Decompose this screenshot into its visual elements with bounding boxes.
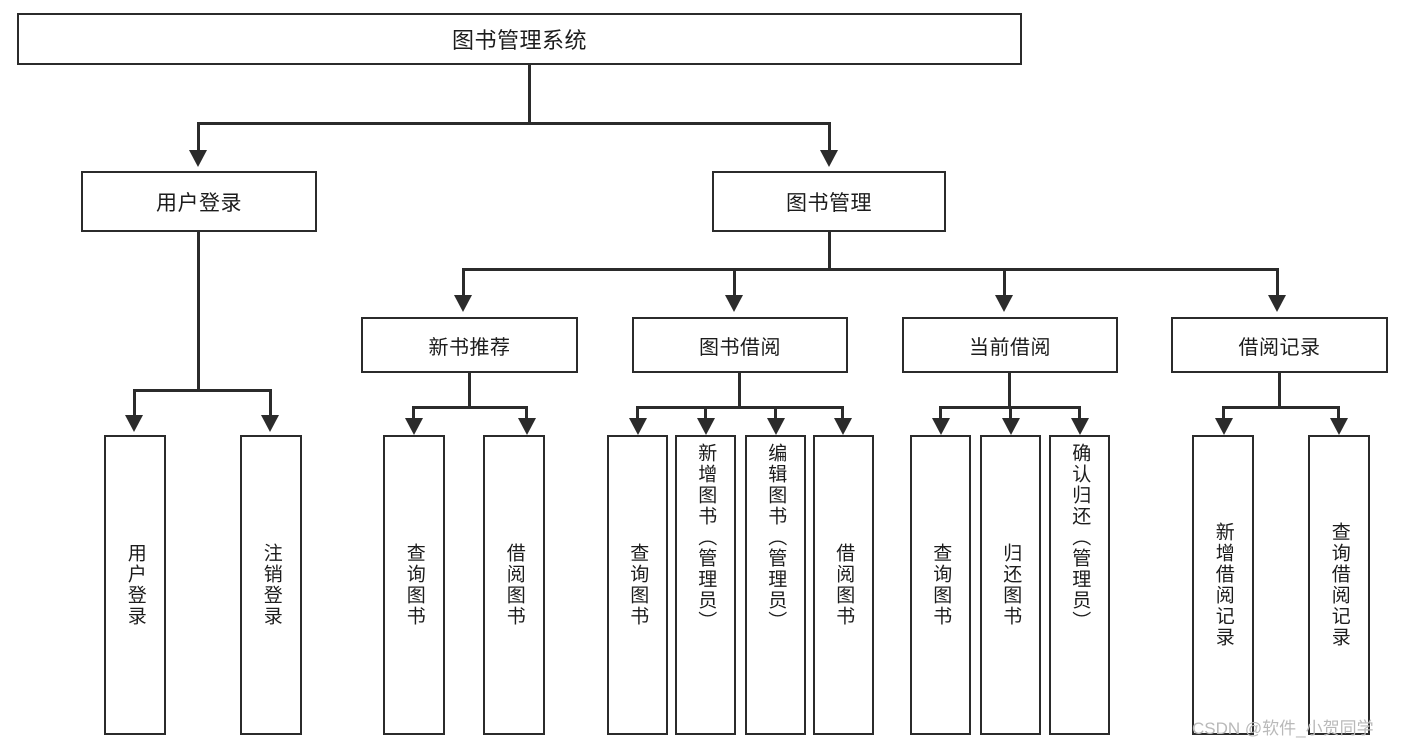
arrowhead-nbr-leaf-1 [405,418,423,435]
arrowhead-leaf-logout-login [261,415,279,432]
node-label: 编辑图书（管理员） [765,443,787,632]
connector-nbr-stem [468,373,471,408]
connector-nbr-to-leaf-2 [525,406,528,419]
connector-user-login-stem [197,232,200,392]
connector-nbr-bus [412,406,528,409]
arrowhead-br-leaf-2 [1330,418,1348,435]
node-book-borrow[interactable]: 图书借阅 [632,317,848,373]
arrowhead-borrow-record [1268,295,1286,312]
node-label: 查询借阅记录 [1328,522,1350,648]
node-label: 用户登录 [156,191,242,215]
connector-bb-to-leaf-1 [636,406,639,419]
leaf-bb-add-book-admin[interactable]: 新增图书（管理员） [675,435,736,735]
arrowhead-cb-leaf-1 [932,418,950,435]
connector-br-to-leaf-1 [1222,406,1225,419]
arrowhead-cb-leaf-3 [1071,418,1089,435]
node-current-borrow[interactable]: 当前借阅 [902,317,1118,373]
connector-cb-to-leaf-1 [939,406,942,419]
arrowhead-book-borrow [725,295,743,312]
leaf-cb-confirm-return-admin[interactable]: 确认归还（管理员） [1049,435,1110,735]
arrowhead-bb-leaf-1 [629,418,647,435]
connector-bm-to-current-borrow [1003,268,1006,295]
node-book-management-system[interactable]: 图书管理系统 [17,13,1022,65]
connector-bb-bus [636,406,844,409]
leaf-cb-return-book[interactable]: 归还图书 [980,435,1041,735]
connector-book-management-stem [828,232,831,270]
node-label: 图书管理系统 [451,28,587,53]
arrowhead-bb-leaf-4 [834,418,852,435]
node-label: 注销登录 [260,543,282,627]
connector-root-to-user-login [197,122,200,150]
arrowhead-book-management [820,150,838,167]
connector-bb-to-leaf-2 [704,406,707,419]
leaf-bb-borrow-book[interactable]: 借阅图书 [813,435,874,735]
arrowhead-bb-leaf-2 [697,418,715,435]
connector-cb-to-leaf-2 [1009,406,1012,419]
node-label: 查询图书 [403,543,425,627]
leaf-nbr-query-book[interactable]: 查询图书 [383,435,445,735]
node-label: 确认归还（管理员） [1069,443,1091,632]
connector-bm-to-book-borrow [733,268,736,295]
node-label: 借阅记录 [1238,336,1321,359]
node-label: 当前借阅 [969,336,1051,359]
leaf-logout-login[interactable]: 注销登录 [240,435,302,735]
leaf-nbr-borrow-book[interactable]: 借阅图书 [483,435,545,735]
connector-bm-to-borrow-record [1276,268,1279,295]
connector-br-to-leaf-2 [1337,406,1340,419]
node-label: 借阅图书 [503,543,525,627]
connector-bb-to-leaf-3 [774,406,777,419]
leaf-bb-query-book[interactable]: 查询图书 [607,435,668,735]
arrowhead-nbr-leaf-2 [518,418,536,435]
node-borrow-record[interactable]: 借阅记录 [1171,317,1388,373]
arrowhead-br-leaf-1 [1215,418,1233,435]
node-label: 新书推荐 [428,336,511,359]
arrowhead-current-borrow [995,295,1013,312]
node-label: 图书借阅 [699,336,781,359]
leaf-cb-query-book[interactable]: 查询图书 [910,435,971,735]
leaf-bb-edit-book-admin[interactable]: 编辑图书（管理员） [745,435,806,735]
node-label: 查询图书 [930,543,952,627]
arrowhead-leaf-user-login [125,415,143,432]
leaf-br-add-record[interactable]: 新增借阅记录 [1192,435,1254,735]
connector-book-management-bus [462,268,1279,271]
node-label: 新增图书（管理员） [695,443,717,632]
arrowhead-new-book-recommend [454,295,472,312]
connector-user-login-to-leaf-1 [133,389,136,415]
leaf-br-query-record[interactable]: 查询借阅记录 [1308,435,1370,735]
node-label: 用户登录 [124,543,146,627]
connector-cb-stem [1008,373,1011,408]
arrowhead-bb-leaf-3 [767,418,785,435]
node-label: 新增借阅记录 [1212,522,1234,648]
connector-root-stem [528,65,531,122]
node-label: 查询图书 [627,543,649,627]
node-book-management[interactable]: 图书管理 [712,171,946,232]
leaf-user-login[interactable]: 用户登录 [104,435,166,735]
arrowhead-cb-leaf-2 [1002,418,1020,435]
node-label: 归还图书 [1000,543,1022,627]
connector-br-stem [1278,373,1281,408]
connector-user-login-bus [133,389,270,392]
connector-cb-to-leaf-3 [1078,406,1081,419]
connector-root-to-book-management [828,122,831,150]
node-label: 图书管理 [786,191,872,215]
connector-bb-to-leaf-4 [841,406,844,419]
arrowhead-user-login [189,150,207,167]
connector-user-login-to-leaf-2 [269,389,272,415]
node-user-login[interactable]: 用户登录 [81,171,317,232]
connector-br-bus [1222,406,1340,409]
node-label: 借阅图书 [833,543,855,627]
connector-nbr-to-leaf-1 [412,406,415,419]
connector-root-bus [197,122,831,125]
connector-bm-to-new-book [462,268,465,295]
node-new-book-recommend[interactable]: 新书推荐 [361,317,578,373]
connector-bb-stem [738,373,741,408]
